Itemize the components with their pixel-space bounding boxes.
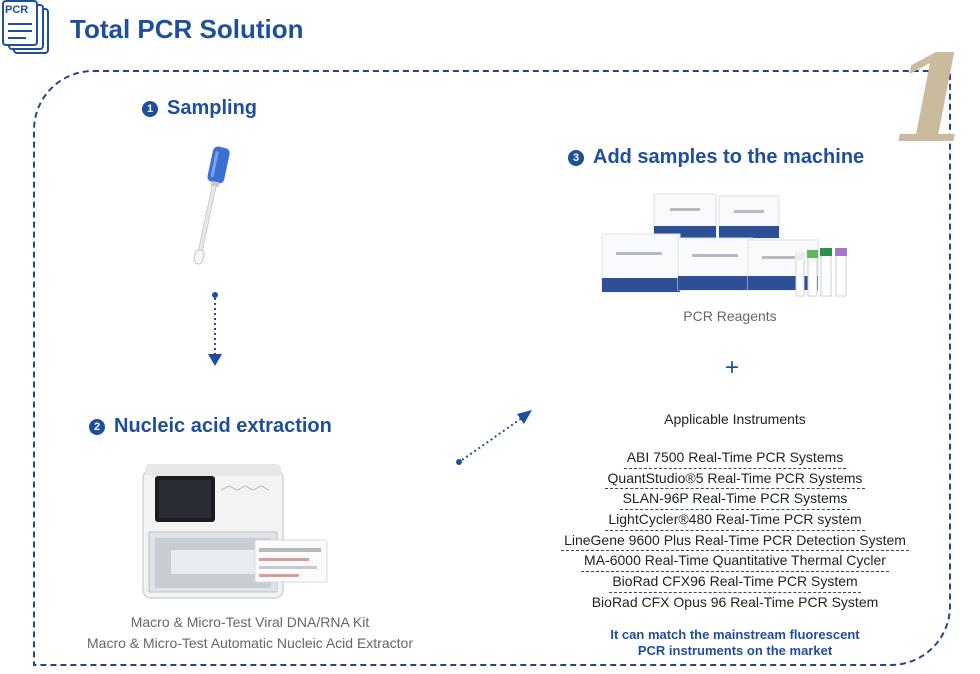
extractor-image bbox=[135, 458, 335, 608]
instruments-heading: Applicable Instruments bbox=[664, 411, 806, 427]
step-number: 3 bbox=[568, 149, 584, 166]
instrument-item: LightCycler®480 Real-Time PCR system bbox=[605, 510, 865, 531]
step-extraction: 2 Nucleic acid extraction bbox=[89, 415, 332, 438]
note-line-2: PCR instruments on the market bbox=[637, 643, 833, 658]
pcr-document-icon: PCR bbox=[0, 0, 52, 56]
step-add-samples: 3 Add samples to the machine bbox=[568, 146, 864, 169]
diagonal-arrow bbox=[452, 404, 536, 468]
swab-image bbox=[180, 143, 240, 273]
step-label: Sampling bbox=[167, 97, 258, 119]
step-number: 1 bbox=[142, 100, 158, 117]
note-line-1: It can match the mainstream fluorescent bbox=[610, 627, 860, 642]
pcr-icon-text: PCR bbox=[5, 4, 29, 16]
down-arrow bbox=[204, 290, 226, 370]
instrument-item: QuantStudio®5 Real-Time PCR Systems bbox=[604, 469, 866, 490]
instrument-item: BioRad CFX Opus 96 Real-Time PCR System bbox=[591, 593, 879, 610]
instrument-item: SLAN-96P Real-Time PCR Systems bbox=[619, 489, 851, 511]
compatibility-note: It can match the mainstream fluorescent … bbox=[560, 627, 910, 659]
instrument-item: LineGene 9600 Plus Real-Time PCR Detecti… bbox=[561, 531, 909, 552]
kit-caption: Macro & Micro-Test Viral DNA/RNA Kit bbox=[130, 614, 370, 630]
plus-sign: + bbox=[724, 354, 739, 381]
step-label: Nucleic acid extraction bbox=[114, 415, 332, 437]
page-title: Total PCR Solution bbox=[70, 14, 304, 44]
reagents-caption: PCR Reagents bbox=[683, 308, 777, 324]
instrument-item: MA-6000 Real-Time Quantitative Thermal C… bbox=[581, 551, 889, 573]
content-frame bbox=[33, 70, 951, 666]
extractor-caption: Macro & Micro-Test Automatic Nucleic Aci… bbox=[87, 635, 413, 651]
step-number: 2 bbox=[89, 418, 105, 435]
instrument-list: ABI 7500 Real-Time PCR Systems QuantStud… bbox=[545, 448, 925, 613]
section-number: 1 bbox=[890, 29, 975, 170]
pcr-reagents-image bbox=[596, 190, 858, 300]
step-label: Add samples to the machine bbox=[593, 146, 865, 168]
instrument-item: BioRad CFX96 Real-Time PCR System bbox=[609, 572, 861, 593]
step-sampling: 1 Sampling bbox=[142, 97, 257, 120]
extraction-caption: Macro & Micro-Test Viral DNA/RNA Kit Mac… bbox=[55, 612, 445, 654]
instrument-item: ABI 7500 Real-Time PCR Systems bbox=[623, 448, 847, 469]
